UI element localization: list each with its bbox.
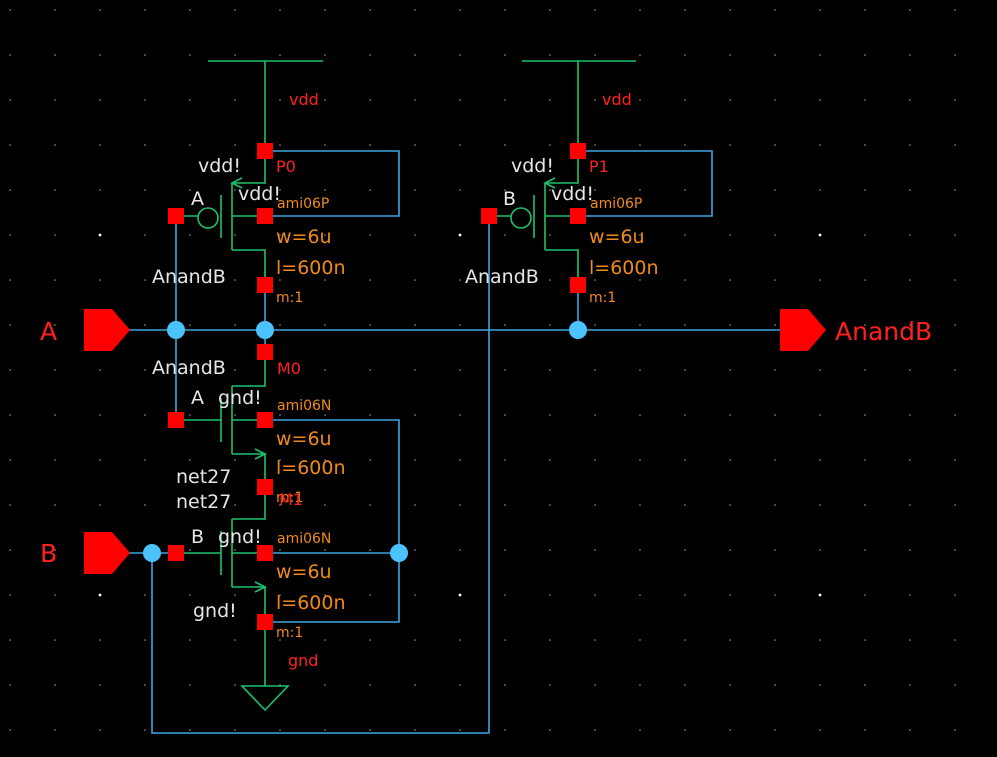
m1-gate-net-label: B bbox=[191, 526, 204, 548]
p0-body-terminal bbox=[257, 208, 273, 224]
p1-body-terminal bbox=[570, 208, 586, 224]
m0-gate-terminal bbox=[168, 412, 184, 428]
m1-length: l=600n bbox=[276, 592, 346, 614]
p0-vdd-bang-label: vdd! bbox=[198, 155, 241, 177]
p0-model: ami06P bbox=[277, 196, 329, 212]
vdd-symbol-right bbox=[522, 60, 636, 151]
nmos-m1-symbol[interactable] bbox=[176, 487, 267, 622]
m0-body-terminal bbox=[257, 412, 273, 428]
p0-gate-terminal bbox=[168, 208, 184, 224]
vdd-label-left: vdd bbox=[289, 90, 319, 109]
p0-length: l=600n bbox=[276, 257, 346, 279]
junctions bbox=[143, 321, 587, 562]
pmos-p1-symbol[interactable] bbox=[489, 151, 579, 285]
m0-drain-terminal bbox=[257, 344, 273, 360]
m0-width: w=6u bbox=[276, 428, 332, 450]
pmos-p0-symbol[interactable] bbox=[176, 151, 266, 285]
m0-drain-net-label: AnandB bbox=[152, 357, 226, 379]
m1-body-gnd-label: gnd! bbox=[218, 526, 262, 548]
gnd-label: gnd bbox=[288, 651, 318, 670]
p0-drain-terminal bbox=[257, 277, 273, 293]
p0-width: w=6u bbox=[276, 226, 332, 248]
p1-instance-name: P1 bbox=[589, 157, 609, 176]
p1-gate-terminal bbox=[481, 208, 497, 224]
wire-b-loop[interactable] bbox=[151, 216, 490, 734]
input-pin-a[interactable] bbox=[84, 309, 130, 351]
p1-drain-net-label: AnandB bbox=[465, 266, 539, 288]
p1-model: ami06P bbox=[590, 196, 642, 212]
vdd-label-right: vdd bbox=[602, 90, 632, 109]
p1-body-vdd-label: vdd! bbox=[551, 183, 594, 205]
p1-multiplier: m:1 bbox=[589, 290, 616, 306]
junction-a bbox=[167, 321, 185, 339]
output-pin-anandb[interactable] bbox=[780, 309, 826, 351]
p0-instance-name: P0 bbox=[276, 157, 296, 176]
wire-nmos-body[interactable] bbox=[265, 419, 400, 623]
m1-instance-name: M1 bbox=[279, 490, 303, 509]
m0-model: ami06N bbox=[277, 398, 331, 414]
m0-length: l=600n bbox=[276, 457, 346, 479]
m1-source-terminal bbox=[257, 614, 273, 630]
p0-source-terminal bbox=[257, 143, 273, 159]
grid bbox=[9, 9, 956, 731]
m0-gate-net-label: A bbox=[191, 387, 204, 409]
p1-drain-terminal bbox=[570, 277, 586, 293]
output-anandb-label: AnandB bbox=[835, 317, 932, 346]
m0-body-gnd-label: gnd! bbox=[218, 387, 262, 409]
m0-source-terminal bbox=[257, 479, 273, 495]
m1-drain-net-label: net27 bbox=[176, 491, 231, 513]
terminals bbox=[168, 143, 586, 630]
wires bbox=[128, 150, 780, 734]
input-b-label: B bbox=[40, 539, 57, 568]
p0-gate-net-label: A bbox=[191, 188, 204, 210]
m1-model: ami06N bbox=[277, 531, 331, 547]
p1-vdd-bang-label: vdd! bbox=[511, 155, 554, 177]
m0-instance-name: M0 bbox=[277, 359, 301, 378]
m0-multiplier: m:1 bbox=[276, 490, 303, 506]
junction-nmos-body bbox=[390, 544, 408, 562]
m1-body-terminal bbox=[257, 545, 273, 561]
m1-gate-terminal bbox=[168, 545, 184, 561]
p1-length: l=600n bbox=[589, 257, 659, 279]
wire-p0-body[interactable] bbox=[265, 150, 400, 217]
p1-source-terminal bbox=[570, 143, 586, 159]
nmos-m0-symbol[interactable] bbox=[176, 352, 267, 487]
p1-gate-net-label: B bbox=[503, 188, 516, 210]
input-a-label: A bbox=[40, 317, 57, 346]
m0-source-net-label: net27 bbox=[176, 466, 231, 488]
junction-b bbox=[143, 544, 161, 562]
junction-out-right bbox=[569, 321, 587, 339]
input-pin-b[interactable] bbox=[84, 532, 130, 574]
p1-width: w=6u bbox=[589, 226, 645, 248]
p0-drain-net-label: AnandB bbox=[152, 266, 226, 288]
p0-body-vdd-label: vdd! bbox=[238, 183, 281, 205]
m1-width: w=6u bbox=[276, 561, 332, 583]
gnd-symbol bbox=[240, 622, 290, 712]
wire-p1-body[interactable] bbox=[578, 150, 713, 217]
junction-out-left bbox=[256, 321, 274, 339]
m1-multiplier: m:1 bbox=[276, 625, 303, 641]
vdd-symbol-left bbox=[208, 60, 323, 151]
m1-source-net-label: gnd! bbox=[193, 600, 237, 622]
p0-multiplier: m:1 bbox=[276, 290, 303, 306]
